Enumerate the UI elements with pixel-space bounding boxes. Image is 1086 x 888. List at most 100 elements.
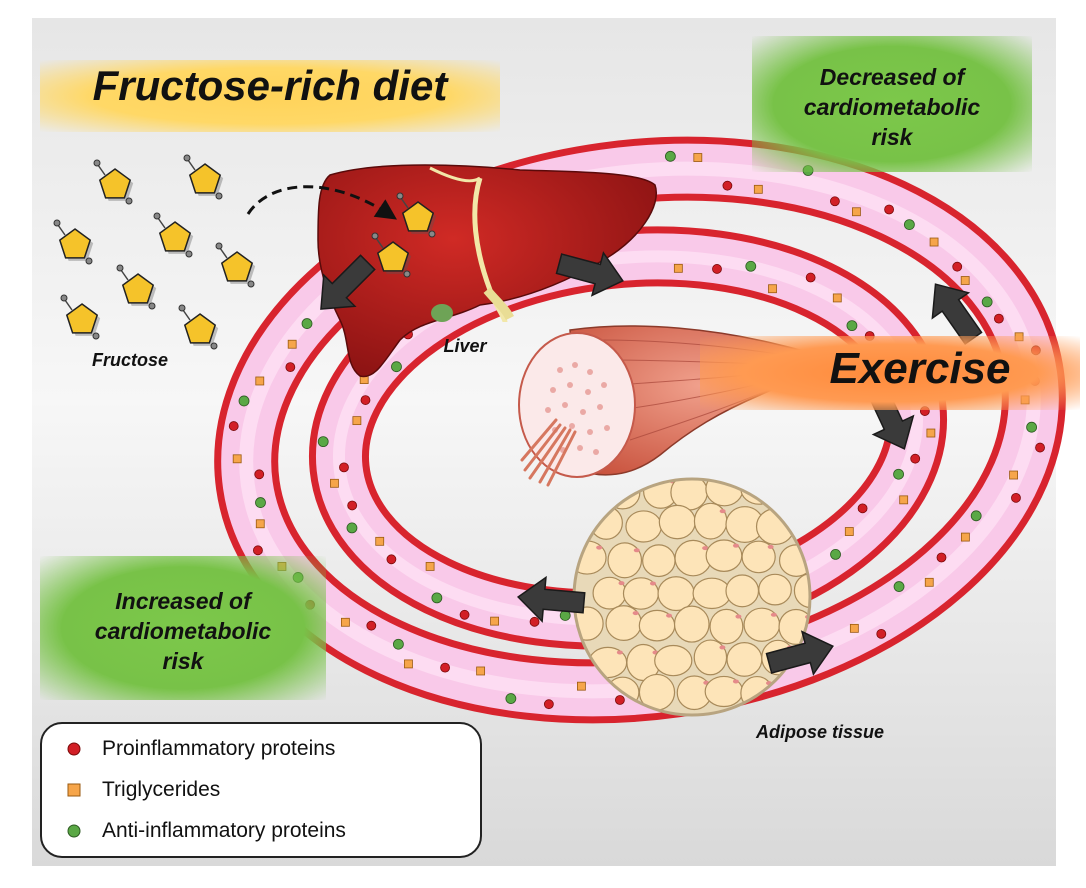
legend: Proinflammatory proteins Triglycerides A… bbox=[40, 722, 482, 858]
proinflammatory-particle bbox=[722, 180, 733, 191]
anti-inflammatory-particle bbox=[903, 219, 915, 231]
triglyceride-particle bbox=[425, 562, 435, 571]
fat-cell-nucleus bbox=[732, 679, 739, 684]
fat-cell-nucleus bbox=[719, 645, 726, 650]
fat-cell-nucleus bbox=[719, 509, 726, 514]
fructose-icon bbox=[93, 159, 134, 205]
fat-cell bbox=[605, 605, 642, 641]
anti-inflammatory-particle bbox=[745, 260, 757, 272]
triglyceride-particle bbox=[960, 276, 970, 285]
triglyceride-particle bbox=[352, 416, 362, 426]
triglyceride-particle bbox=[255, 519, 265, 529]
triglyceride-particle bbox=[340, 617, 350, 627]
anti-inflammatory-particle bbox=[301, 318, 313, 329]
triglyceride-particle bbox=[852, 207, 861, 217]
triglyceride-particle bbox=[960, 532, 970, 542]
triglyceride-particle bbox=[490, 616, 500, 626]
proinflammatory-particle bbox=[386, 554, 397, 565]
fat-cell bbox=[654, 644, 693, 677]
anti-inflammatory-particle bbox=[238, 395, 250, 407]
proinflammatory-particle bbox=[936, 552, 947, 563]
fat-cell-nucleus bbox=[770, 612, 777, 617]
fructose-icon bbox=[183, 154, 224, 200]
fat-cell bbox=[693, 639, 728, 676]
anti-inflammatory-particle bbox=[431, 592, 443, 604]
triglyceride-particle bbox=[673, 263, 683, 273]
triglyceride-particle bbox=[924, 577, 934, 587]
proinflammatory-particle bbox=[1035, 442, 1045, 453]
red-dot-icon bbox=[60, 742, 88, 756]
fructose-label: Fructose bbox=[91, 350, 169, 370]
anti-inflammatory-particle bbox=[391, 361, 402, 373]
proinflammatory-particle bbox=[459, 609, 470, 620]
fat-cell-nucleus bbox=[732, 543, 739, 548]
proinflammatory-particle bbox=[614, 695, 625, 705]
exercise-label: Exercise bbox=[829, 344, 1011, 393]
proinflammatory-particle bbox=[1011, 492, 1021, 503]
fat-cell-nucleus bbox=[767, 544, 774, 549]
anti-inflammatory-particle bbox=[846, 320, 858, 332]
fructose-icon bbox=[215, 242, 256, 288]
anti-inflammatory-particle bbox=[893, 468, 904, 480]
fat-cell bbox=[658, 504, 696, 540]
title-highlight bbox=[40, 60, 500, 132]
fat-cell bbox=[709, 608, 744, 645]
proinflammatory-particle bbox=[712, 264, 722, 274]
fat-cell bbox=[741, 540, 776, 574]
fat-cell bbox=[607, 542, 643, 579]
fat-cell bbox=[673, 605, 710, 643]
proinflammatory-particle bbox=[884, 204, 894, 215]
green-dot-icon bbox=[60, 824, 88, 838]
liver-label: Liver bbox=[443, 336, 487, 356]
legend-item-proinflammatory: Proinflammatory proteins bbox=[60, 734, 335, 764]
fat-cell bbox=[726, 641, 763, 677]
proinflammatory-particle bbox=[805, 272, 816, 283]
fat-cell-nucleus bbox=[702, 546, 709, 551]
triglyceride-particle bbox=[929, 237, 939, 247]
fat-cell bbox=[625, 510, 662, 543]
triglyceride-particle bbox=[476, 666, 486, 676]
page-title: Fructose-rich diet bbox=[92, 62, 448, 109]
orange-square-icon bbox=[60, 783, 88, 797]
anti-inflammatory-particle bbox=[255, 497, 266, 508]
anti-inflammatory-particle bbox=[664, 150, 676, 162]
fat-cell bbox=[692, 577, 732, 610]
fat-cell bbox=[793, 573, 810, 609]
increased-risk-box bbox=[40, 556, 326, 700]
triglyceride-particle bbox=[899, 495, 909, 505]
fat-cell-nucleus bbox=[616, 650, 623, 655]
proinflammatory-particle bbox=[910, 453, 921, 464]
legend-item-anti-inflammatory: Anti-inflammatory proteins bbox=[60, 816, 346, 846]
outer-up-arrow bbox=[931, 283, 983, 345]
fructose-uptake-arrow bbox=[246, 185, 397, 220]
adipose-left-arrow bbox=[516, 575, 586, 623]
exercise-highlight bbox=[700, 336, 1080, 410]
proinflammatory-particle bbox=[228, 421, 239, 431]
anti-inflammatory-particle bbox=[1026, 421, 1038, 433]
adipose-right-arrow bbox=[765, 630, 834, 676]
triglyceride-particle bbox=[849, 623, 859, 633]
proinflammatory-particle bbox=[347, 500, 358, 511]
triglyceride-particle bbox=[926, 428, 936, 438]
triglyceride-particle bbox=[375, 536, 385, 546]
fat-cell bbox=[725, 574, 760, 608]
proinflammatory-particle bbox=[366, 620, 377, 631]
fructose-icon bbox=[178, 304, 219, 350]
adipose-label: Adipose tissue bbox=[755, 722, 885, 742]
proinflammatory-particle bbox=[952, 261, 963, 272]
fat-cell bbox=[693, 502, 728, 540]
fat-cell bbox=[758, 573, 792, 606]
fructose-icon bbox=[371, 232, 412, 278]
fat-cell-nucleus bbox=[666, 613, 673, 618]
fructose-icon bbox=[53, 219, 94, 265]
liver-to-outer-arrow bbox=[320, 254, 376, 310]
proinflammatory-particle bbox=[857, 503, 868, 514]
triglyceride-particle bbox=[404, 659, 413, 669]
proinflammatory-particle bbox=[254, 469, 265, 480]
fat-cell bbox=[657, 576, 695, 612]
triglyceride-particle bbox=[287, 339, 297, 349]
anti-inflammatory-particle bbox=[970, 510, 982, 522]
triglyceride-particle bbox=[577, 681, 586, 691]
